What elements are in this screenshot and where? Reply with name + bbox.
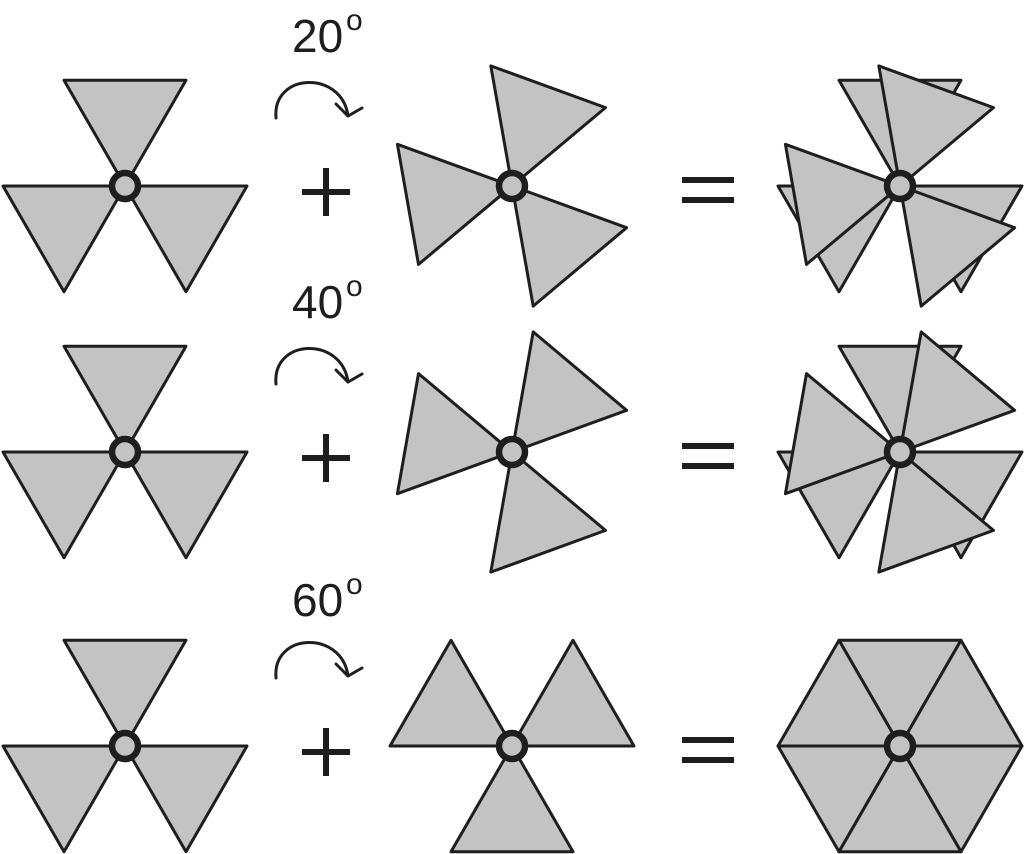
- clockwise-arrow-icon: [274, 347, 364, 386]
- combined-rotated-blade-2: [898, 184, 1017, 308]
- pivot-hub: [495, 169, 529, 203]
- rotated-figure: [395, 64, 629, 308]
- plus-icon: [302, 434, 350, 482]
- pivot-hub: [495, 729, 529, 763]
- combined-figure: [776, 64, 1024, 308]
- plus-icon: [302, 728, 350, 776]
- original-figure-blade-3: [1, 184, 127, 294]
- rotated-figure-blade-2: [510, 184, 629, 308]
- angle-value: 20: [292, 10, 343, 62]
- original-figure-blade-1: [62, 638, 188, 748]
- equals-icon: [682, 737, 734, 763]
- rotated-figure-blade-1: [510, 330, 629, 454]
- original-figure-blade-3: [1, 744, 127, 854]
- original-figure-blade-1: [62, 344, 188, 454]
- pivot-hub: [108, 729, 142, 763]
- pivot-hub: [883, 729, 917, 763]
- equals-icon: [682, 443, 734, 469]
- combined-rotated-blade-3: [783, 142, 902, 266]
- degree-mark: o: [346, 568, 363, 601]
- plus-icon: [302, 168, 350, 216]
- original-figure: [1, 638, 249, 854]
- combined-rotated-blade-2: [877, 450, 995, 574]
- combined-figure: [776, 330, 1024, 574]
- degree-mark: o: [346, 4, 363, 37]
- clockwise-arrow-icon: [274, 641, 364, 680]
- arrow-arc: [274, 347, 350, 386]
- row-2-angle-label: 40 o: [292, 270, 363, 328]
- original-figure: [1, 344, 249, 560]
- original-figure: [1, 78, 249, 294]
- rotated-figure-blade-3: [388, 638, 514, 748]
- row-1-angle-label: 20 o: [292, 4, 363, 62]
- rotated-figure-blade-3: [395, 372, 514, 496]
- combined-rotated-blade-1: [898, 330, 1017, 454]
- arrow-head: [334, 368, 364, 384]
- pivot-hub: [495, 435, 529, 469]
- original-figure-blade-2: [123, 184, 249, 294]
- rotated-figure-blade-1: [489, 64, 607, 188]
- rotated-figure-blade-2: [489, 450, 607, 574]
- angle-value: 60: [292, 574, 343, 626]
- arrow-arc: [274, 641, 350, 680]
- original-figure-blade-2: [123, 744, 249, 854]
- combined-rotated-blade-2: [837, 744, 963, 854]
- rotated-figure: [395, 330, 629, 574]
- equals-icon: [682, 177, 734, 203]
- combined-rotated-blade-3: [776, 638, 902, 748]
- pivot-hub: [883, 435, 917, 469]
- rotated-figure-blade-2: [449, 744, 575, 854]
- figures-layer: [1, 64, 1024, 854]
- row-3-angle-label: 60 o: [292, 568, 363, 626]
- arrow-head: [334, 102, 364, 118]
- degree-mark: o: [346, 270, 363, 303]
- rotated-figure-blade-1: [510, 638, 636, 748]
- combined-rotated-blade-3: [783, 372, 902, 496]
- original-figure-blade-2: [123, 450, 249, 560]
- angle-value: 40: [292, 276, 343, 328]
- original-figure-blade-3: [1, 450, 127, 560]
- combined-rotated-blade-1: [898, 638, 1024, 748]
- combined-figure: [776, 638, 1024, 854]
- combined-rotated-blade-1: [877, 64, 995, 188]
- pivot-hub: [108, 435, 142, 469]
- original-figure-blade-1: [62, 78, 188, 188]
- rotated-figure-blade-3: [395, 142, 514, 266]
- pivot-hub: [108, 169, 142, 203]
- pivot-hub: [883, 169, 917, 203]
- rotated-figure: [388, 638, 636, 854]
- clockwise-arrow-icon: [274, 81, 364, 120]
- arrow-head: [334, 662, 364, 678]
- arrow-arc: [274, 81, 350, 120]
